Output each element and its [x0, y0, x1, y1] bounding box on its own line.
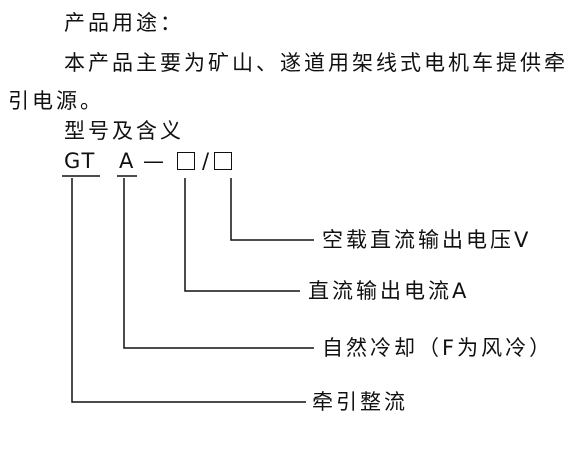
voltage-value-box	[214, 152, 232, 170]
leader-current	[184, 178, 300, 292]
heading-product-use: 产品用途：	[64, 11, 184, 35]
label-cooling: 自然冷却（F为风冷）	[322, 336, 554, 360]
model-code-slash: /	[202, 149, 212, 173]
paragraph-line-2: 引电源。	[8, 89, 104, 113]
leader-voltage	[230, 178, 314, 241]
label-noload-dc-voltage: 空载直流输出电压V	[322, 228, 532, 252]
leader-rectifier	[71, 178, 306, 403]
paragraph-line-1: 本产品主要为矿山、遂道用架线式电机车提供牵	[64, 51, 568, 75]
label-traction-rectifier: 牵引整流	[312, 390, 408, 414]
heading-model-meaning: 型号及含义	[64, 119, 184, 143]
current-value-box	[177, 152, 195, 170]
model-code-dash: —	[143, 149, 166, 173]
model-code-gt: GT	[64, 149, 97, 173]
leader-cooling	[123, 178, 314, 349]
model-code-a: A	[119, 149, 136, 173]
label-dc-output-current: 直流输出电流A	[308, 279, 470, 303]
